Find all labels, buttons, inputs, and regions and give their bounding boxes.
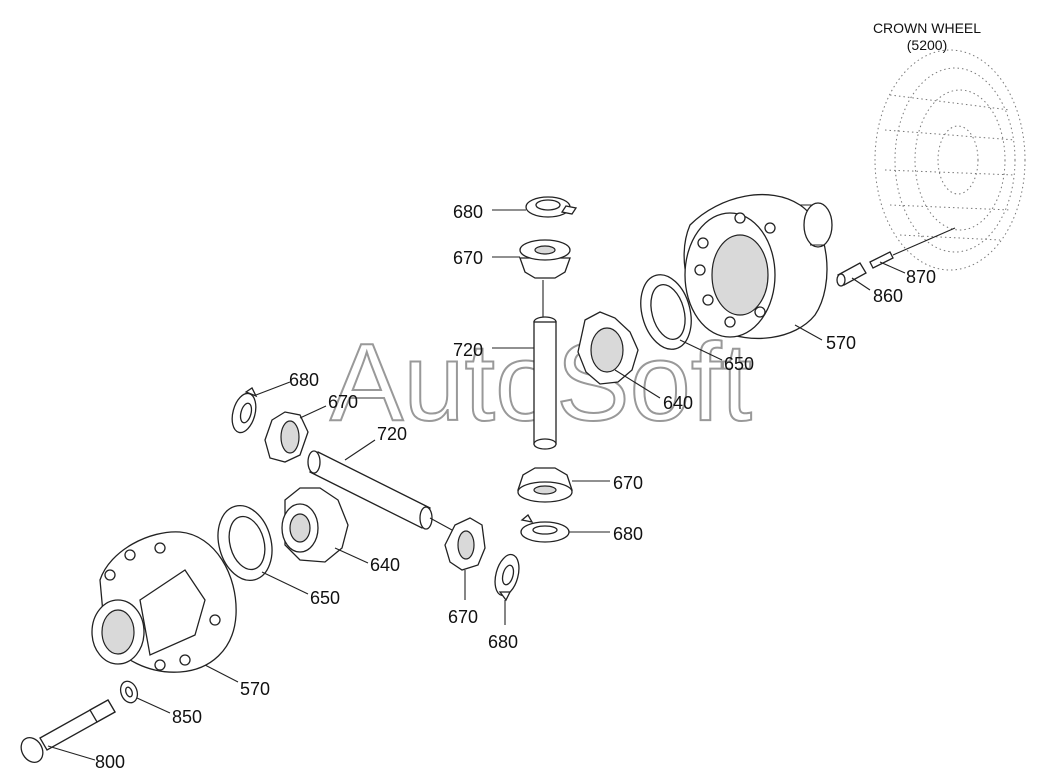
- label-570-left: 570: [240, 679, 270, 699]
- bolt-800: [20, 699, 116, 763]
- crown-wheel-title: CROWN WHEEL: [873, 20, 981, 36]
- label-680-center: 680: [613, 524, 643, 544]
- label-680-left: 680: [289, 370, 319, 390]
- thrust-washer-680-low: [494, 553, 520, 625]
- label-670-center: 670: [613, 473, 643, 493]
- pinion-gear-670-low: [444, 517, 486, 600]
- thrust-washer-680-top: [492, 196, 578, 218]
- thrust-washer-680-center: [520, 514, 610, 543]
- label-850: 850: [172, 707, 202, 727]
- label-870: 870: [906, 267, 936, 287]
- pinion-gear-670-left: [264, 405, 327, 463]
- pinion-gear-670-top: [492, 239, 571, 279]
- pin-860: [836, 262, 871, 291]
- label-570-right: 570: [826, 333, 856, 353]
- cross-shaft-720-horizontal: [307, 439, 453, 531]
- label-640-right: 640: [663, 393, 693, 413]
- label-860: 860: [873, 286, 903, 306]
- label-680-low: 680: [488, 632, 518, 652]
- thrust-washer-650-right: [640, 274, 723, 361]
- label-650-right: 650: [724, 354, 754, 374]
- label-680-top: 680: [453, 202, 483, 222]
- crown-wheel: [874, 49, 1026, 271]
- washer-850: [119, 680, 171, 714]
- label-670-top: 670: [453, 248, 483, 268]
- diff-case-left: [91, 531, 239, 683]
- thrust-washer-680-left: [231, 381, 291, 434]
- label-720-vertical: 720: [453, 340, 483, 360]
- label-640-left: 640: [370, 555, 400, 575]
- crown-wheel-subtitle: (5200): [907, 37, 947, 53]
- label-670-left: 670: [328, 392, 358, 412]
- label-650-left: 650: [310, 588, 340, 608]
- cross-shaft-720-vertical: [492, 280, 557, 450]
- label-720-horizontal: 720: [377, 424, 407, 444]
- pinion-gear-670-center: [517, 467, 610, 503]
- label-670-low: 670: [448, 607, 478, 627]
- label-800: 800: [95, 752, 125, 772]
- diff-case-right: [683, 193, 833, 341]
- side-gear-640-right: [577, 311, 661, 399]
- pin-870: [869, 227, 956, 274]
- side-gear-640-left: [281, 487, 369, 564]
- thrust-washer-650-left: [217, 505, 309, 595]
